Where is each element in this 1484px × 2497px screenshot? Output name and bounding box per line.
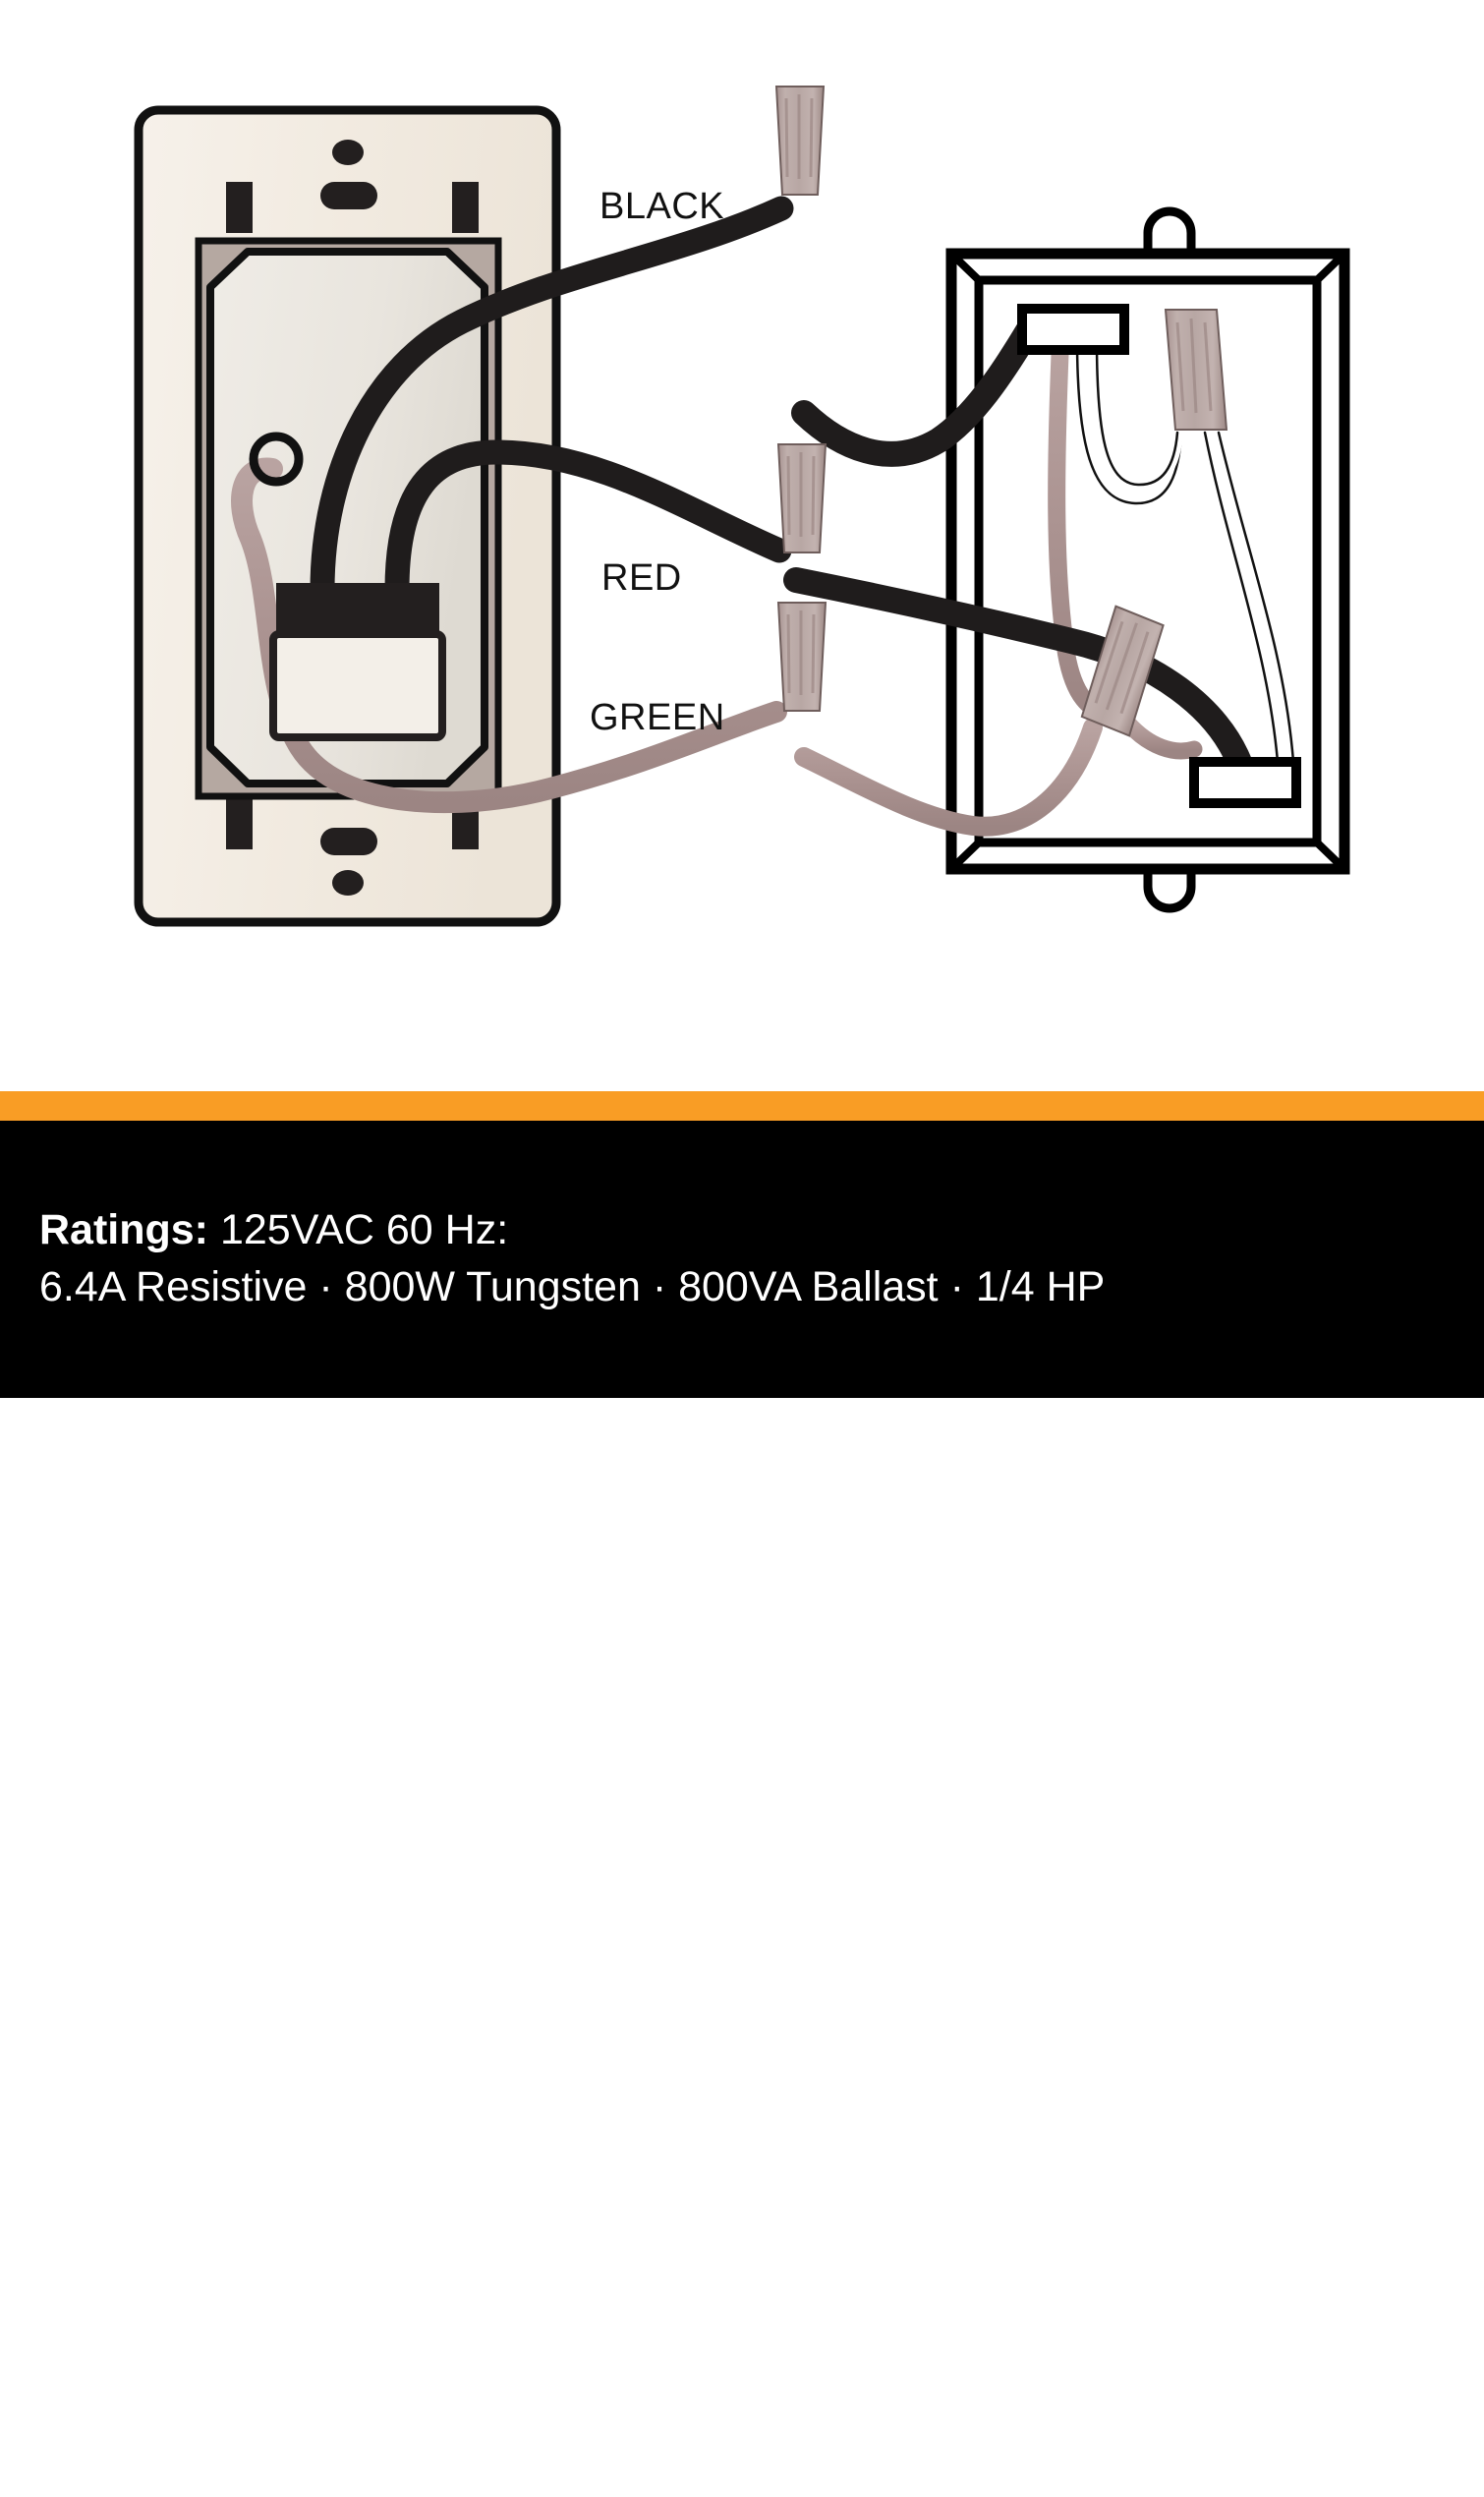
wire-nut-black [774, 86, 826, 196]
ground-wire-left-into-box [794, 718, 1103, 837]
ul-right-letter: us [1377, 2355, 1423, 2399]
cable-clamps-group [1017, 304, 1301, 808]
ratings-text-block: Ratings: 125VAC 60 Hz: 6.4A Resistive · … [39, 1201, 1179, 1315]
ratings-label: Ratings: [39, 1206, 208, 1253]
white-wire-d-outline [1217, 431, 1295, 764]
switch-terminal-group [269, 583, 446, 741]
dimmer-slider-paddle[interactable] [269, 630, 446, 741]
wire-nut-box-lower [1080, 605, 1165, 737]
wire-nut-green [776, 602, 828, 712]
white-wire-b-outline [1095, 337, 1179, 487]
black-supply-wire-into-box [791, 317, 1042, 467]
junction-box-tab-bottom [1143, 867, 1196, 913]
ground-pigtail [1119, 715, 1203, 760]
wire-label-green: GREEN [590, 697, 725, 738]
red-wire-from-switch [384, 439, 792, 603]
wire-nut-box-upper [1164, 309, 1228, 431]
switch-ground-screw-eyelet [249, 432, 304, 487]
box-corner-bl [948, 840, 982, 872]
ul-letter-l [1319, 2333, 1361, 2407]
wiring-diagram: BLACK RED GREEN [0, 0, 1484, 1091]
box-corner-tl [948, 251, 982, 283]
orange-accent-bar [0, 1091, 1484, 1121]
white-wire-a-outline [1075, 337, 1183, 505]
plate-vent-top-right [452, 182, 479, 233]
wire-nuts-group [774, 86, 1228, 737]
box-corner-br [1314, 840, 1347, 872]
ul-listed-mark: UL c us LISTED [1222, 2304, 1423, 2487]
ratings-line-1-rest: 125VAC 60 Hz: [208, 1206, 509, 1253]
ul-listed-text: LISTED [1235, 2437, 1398, 2487]
ul-left-letter: c [1222, 2355, 1243, 2399]
cable-clamp-top-left [1017, 304, 1129, 355]
ground-wire-from-switch [231, 457, 787, 814]
white-wire-c-outline [1203, 431, 1280, 764]
plate-slot-top [320, 182, 377, 209]
wire-nut-red [776, 443, 828, 553]
wire-label-red: RED [601, 557, 682, 599]
plate-vent-top-left [226, 182, 253, 233]
black-load-wire-in-box [783, 567, 1253, 778]
switch-wires-group [231, 196, 794, 814]
junction-box-tab-top [1143, 206, 1196, 253]
plate-vent-bottom-left [226, 798, 253, 849]
black-wire-from-switch [310, 196, 794, 603]
ratings-line-1: Ratings: 125VAC 60 Hz: [39, 1201, 1179, 1258]
plate-screw-hole-top [332, 140, 364, 165]
cable-clamp-bottom-right [1189, 757, 1301, 808]
box-corner-tr [1314, 251, 1347, 283]
ratings-panel: Ratings: 125VAC 60 Hz: 6.4A Resistive · … [0, 1121, 1484, 2487]
wiring-diagram-svg: BLACK RED GREEN [134, 86, 1350, 927]
plate-screw-hole-bottom [332, 870, 364, 896]
wire-label-black: BLACK [599, 186, 724, 227]
plate-slot-bottom [320, 828, 377, 855]
ratings-line-2: 6.4A Resistive · 800W Tungsten · 800VA B… [39, 1263, 1106, 1310]
